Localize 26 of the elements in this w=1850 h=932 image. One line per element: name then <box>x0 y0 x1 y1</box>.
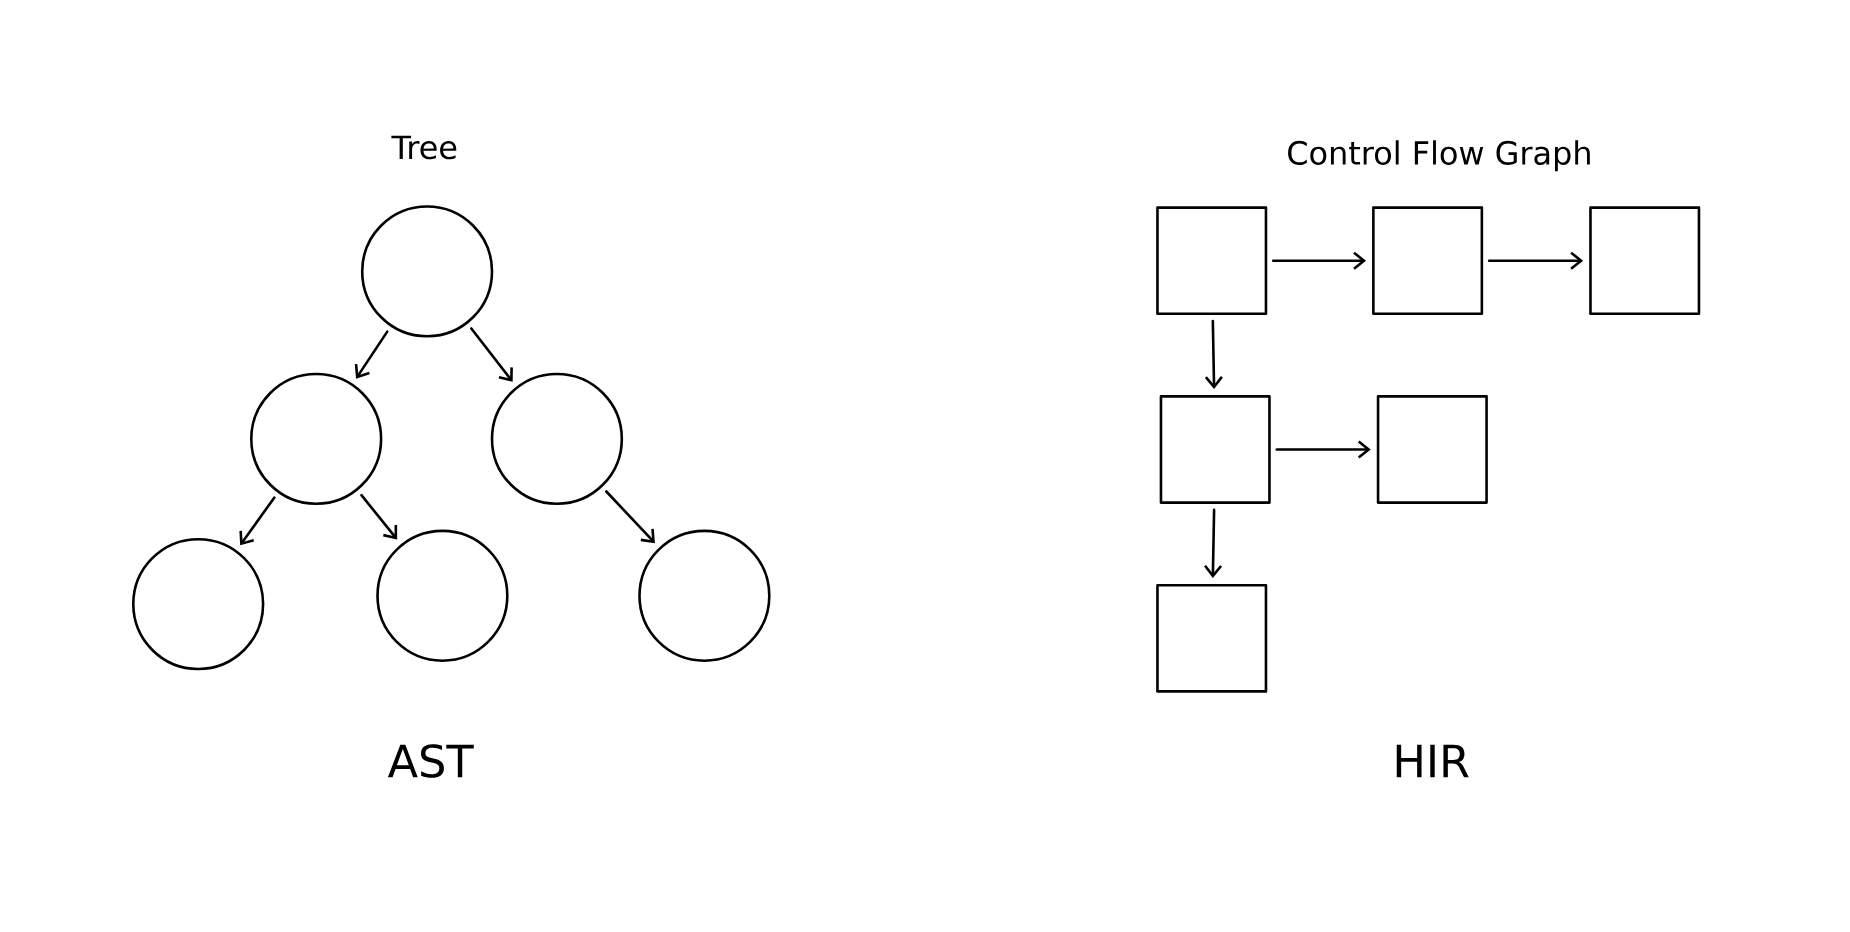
arrow <box>354 330 389 379</box>
block-box <box>1159 395 1271 504</box>
arrow <box>360 493 398 540</box>
tree-node-circle <box>638 529 771 662</box>
arrow <box>1271 251 1367 270</box>
tree-node-circle <box>132 537 265 671</box>
arrow <box>1204 508 1223 578</box>
arrow <box>1487 251 1584 270</box>
heading-label: Control Flow Graph <box>1288 140 1590 172</box>
heading-label: Tree <box>391 135 457 160</box>
block-box <box>1372 206 1484 316</box>
block-box <box>1156 206 1268 316</box>
arrow <box>1204 319 1223 390</box>
arrow <box>605 490 655 544</box>
block-box <box>1376 395 1488 504</box>
block-box <box>1156 583 1268 693</box>
tree-node-circle <box>376 529 509 662</box>
tree-node-circle <box>360 205 494 338</box>
arrow <box>470 327 513 382</box>
heading-label: HIR <box>1396 744 1469 778</box>
arrow <box>239 496 276 546</box>
tree-node-circle <box>490 372 624 506</box>
block-box <box>1589 206 1701 316</box>
tree-node-circle <box>250 372 383 506</box>
arrow <box>1275 440 1371 459</box>
heading-label: AST <box>387 744 474 778</box>
